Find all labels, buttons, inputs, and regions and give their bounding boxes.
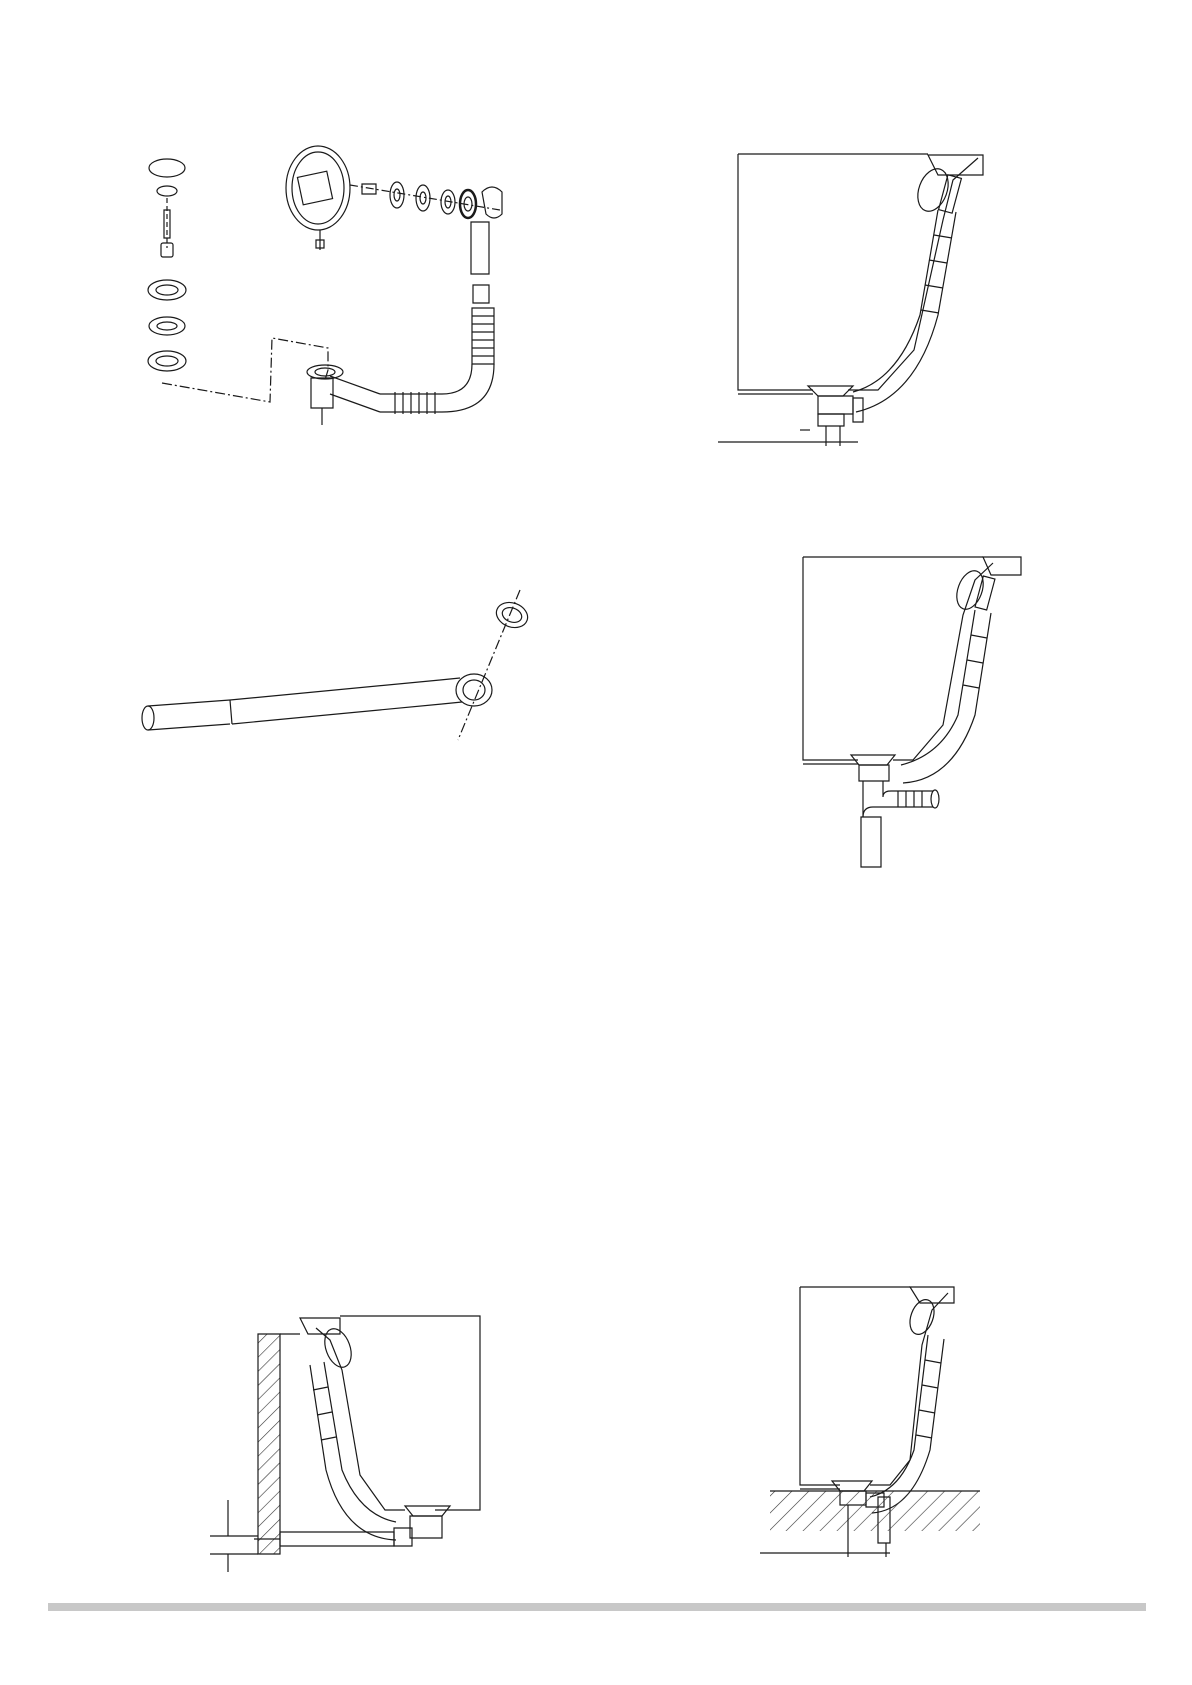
overflow-tube-part	[471, 222, 489, 274]
overflow-cover-part	[912, 165, 953, 216]
tube-coupling-part	[473, 285, 489, 303]
flange-part	[148, 280, 186, 300]
overflow-square-part	[297, 171, 332, 205]
corrugated-section-vertical	[472, 308, 494, 364]
tub-with-p-trap-drawing	[803, 555, 1023, 875]
overflow-hose-inner	[324, 1362, 396, 1522]
ring-part-1	[390, 182, 404, 208]
tub-wall-outline	[803, 557, 858, 760]
drain-bend-part	[380, 364, 494, 412]
overflow-elbow-part	[482, 187, 502, 218]
wall-section	[258, 1334, 280, 1554]
tub-installation-cross-section-figure	[738, 150, 998, 460]
washer-part	[148, 351, 186, 371]
corrugated-hose-top	[230, 680, 440, 700]
tub-wall-outline	[738, 154, 813, 390]
tub-wall-outline	[800, 1287, 840, 1485]
tub-rim	[910, 1287, 954, 1303]
o-ring-part	[157, 186, 177, 196]
ring-part-2	[416, 185, 430, 211]
floor-mounted-installation-figure	[760, 1285, 990, 1565]
plug-cap-part	[149, 159, 185, 177]
p-trap-corrugation	[898, 791, 922, 807]
flexible-waste-pipe-drawing	[140, 590, 540, 740]
drain-flange-part	[808, 386, 853, 396]
overflow-hose-outer	[872, 1339, 944, 1513]
tub-rim	[983, 557, 1021, 575]
outlet-pipe-part	[861, 817, 881, 867]
floor-section	[770, 1491, 980, 1531]
overflow-cover-part	[286, 146, 350, 230]
flexible-waste-pipe-figure	[140, 590, 540, 740]
overflow-hose-outer	[856, 212, 956, 412]
overflow-hose-outer	[903, 613, 991, 783]
exploded-assembly-drawing	[140, 140, 540, 430]
overflow-cover-part	[952, 567, 988, 613]
tub-with-p-trap-figure	[803, 555, 1023, 875]
pipe-end	[142, 706, 154, 730]
corrugated-section-horizontal	[395, 392, 435, 414]
drain-body-part	[818, 396, 853, 414]
drain-body-part	[410, 1516, 442, 1538]
tub-rim	[928, 155, 983, 175]
footer-rule	[48, 1603, 1146, 1611]
floor-mounted-installation-drawing	[760, 1285, 990, 1565]
exploded-assembly-figure	[140, 140, 540, 430]
gasket-part	[149, 317, 185, 335]
drain-body-part	[307, 365, 343, 379]
drain-flange-part	[405, 1506, 450, 1516]
ring-part-3	[441, 190, 455, 214]
plug-body-part	[161, 243, 173, 257]
drain-body-part	[859, 765, 889, 781]
wall-mounted-installation-figure	[220, 1310, 490, 1570]
screw-part	[362, 184, 376, 194]
corrugated-hose-bottom	[232, 704, 442, 724]
waste-outlet-pipe	[280, 1532, 394, 1546]
overflow-hose-outer	[310, 1365, 396, 1540]
overflow-cover-part	[320, 1325, 356, 1371]
tub-installation-cross-section-drawing	[738, 150, 998, 460]
washer-part	[493, 598, 531, 631]
overflow-hose-inner	[870, 1335, 928, 1497]
wall-mounted-installation-drawing	[220, 1310, 490, 1570]
elbow-fitting-part	[456, 674, 492, 706]
tub-wall-outline	[340, 1316, 480, 1510]
